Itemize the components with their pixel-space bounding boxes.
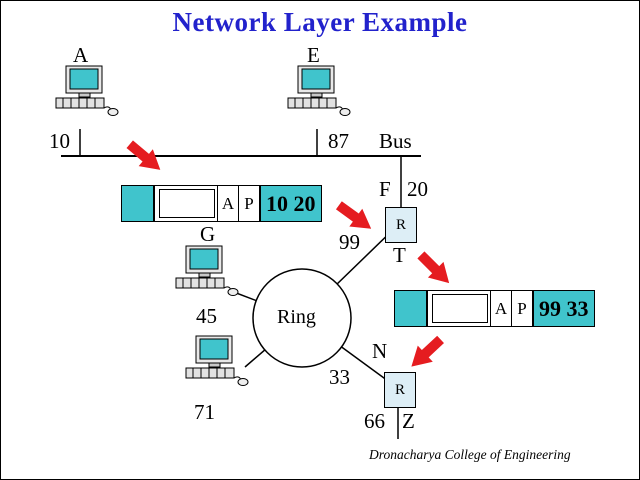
label-port-45: 45 bbox=[196, 304, 217, 328]
label-host-a: A bbox=[73, 43, 89, 67]
packet1-data-field bbox=[159, 189, 215, 218]
red-arrow-icon bbox=[412, 246, 457, 291]
red-arrow-icon bbox=[403, 331, 449, 376]
label-iface-t: T bbox=[393, 243, 406, 267]
computer-icon bbox=[283, 65, 353, 125]
label-host-e: E bbox=[307, 43, 320, 67]
packet2-data-field bbox=[432, 294, 488, 323]
packet2-header-block bbox=[394, 290, 427, 327]
computer-icon bbox=[51, 65, 121, 125]
packet2-field-p: P bbox=[511, 291, 532, 326]
ring-circle bbox=[252, 268, 352, 368]
computer-icon bbox=[181, 335, 251, 395]
computer-icon bbox=[171, 245, 241, 305]
packet1-address: 10 20 bbox=[260, 185, 322, 222]
label-ring: Ring bbox=[277, 306, 316, 328]
router-bottom-label: R bbox=[394, 381, 405, 398]
packet2-address: 99 33 bbox=[533, 290, 595, 327]
label-port-10: 10 bbox=[49, 129, 70, 153]
router-top: R bbox=[385, 207, 417, 243]
label-port-87: 87 bbox=[328, 129, 349, 153]
packet1-field-a: A bbox=[217, 186, 238, 221]
router-top-label: R bbox=[395, 216, 406, 233]
label-port-33: 33 bbox=[329, 365, 350, 389]
packet2-body: A P bbox=[427, 290, 533, 327]
label-port-66: 66 bbox=[364, 409, 385, 433]
packet-frame-1: A P 10 20 bbox=[121, 185, 322, 222]
label-bus: Bus bbox=[379, 129, 412, 153]
page-title: Network Layer Example bbox=[172, 7, 468, 37]
label-host-g: G bbox=[200, 222, 216, 246]
packet2-field-a: A bbox=[490, 291, 511, 326]
label-port-71: 71 bbox=[194, 400, 215, 424]
footer-credit: Dronacharya College of Engineering bbox=[369, 447, 571, 462]
red-arrow-icon bbox=[332, 196, 378, 239]
label-port-20: 20 bbox=[407, 177, 428, 201]
router-bottom: R bbox=[384, 372, 416, 408]
packet1-body: A P bbox=[154, 185, 260, 222]
label-iface-f: F bbox=[379, 177, 391, 201]
label-iface-n: N bbox=[372, 339, 388, 363]
label-host-z: Z bbox=[402, 409, 415, 433]
packet-frame-2: A P 99 33 bbox=[394, 290, 595, 327]
packet1-header-block bbox=[121, 185, 154, 222]
packet1-field-p: P bbox=[238, 186, 259, 221]
label-port-99: 99 bbox=[339, 230, 360, 254]
red-arrow-icon bbox=[122, 135, 168, 179]
